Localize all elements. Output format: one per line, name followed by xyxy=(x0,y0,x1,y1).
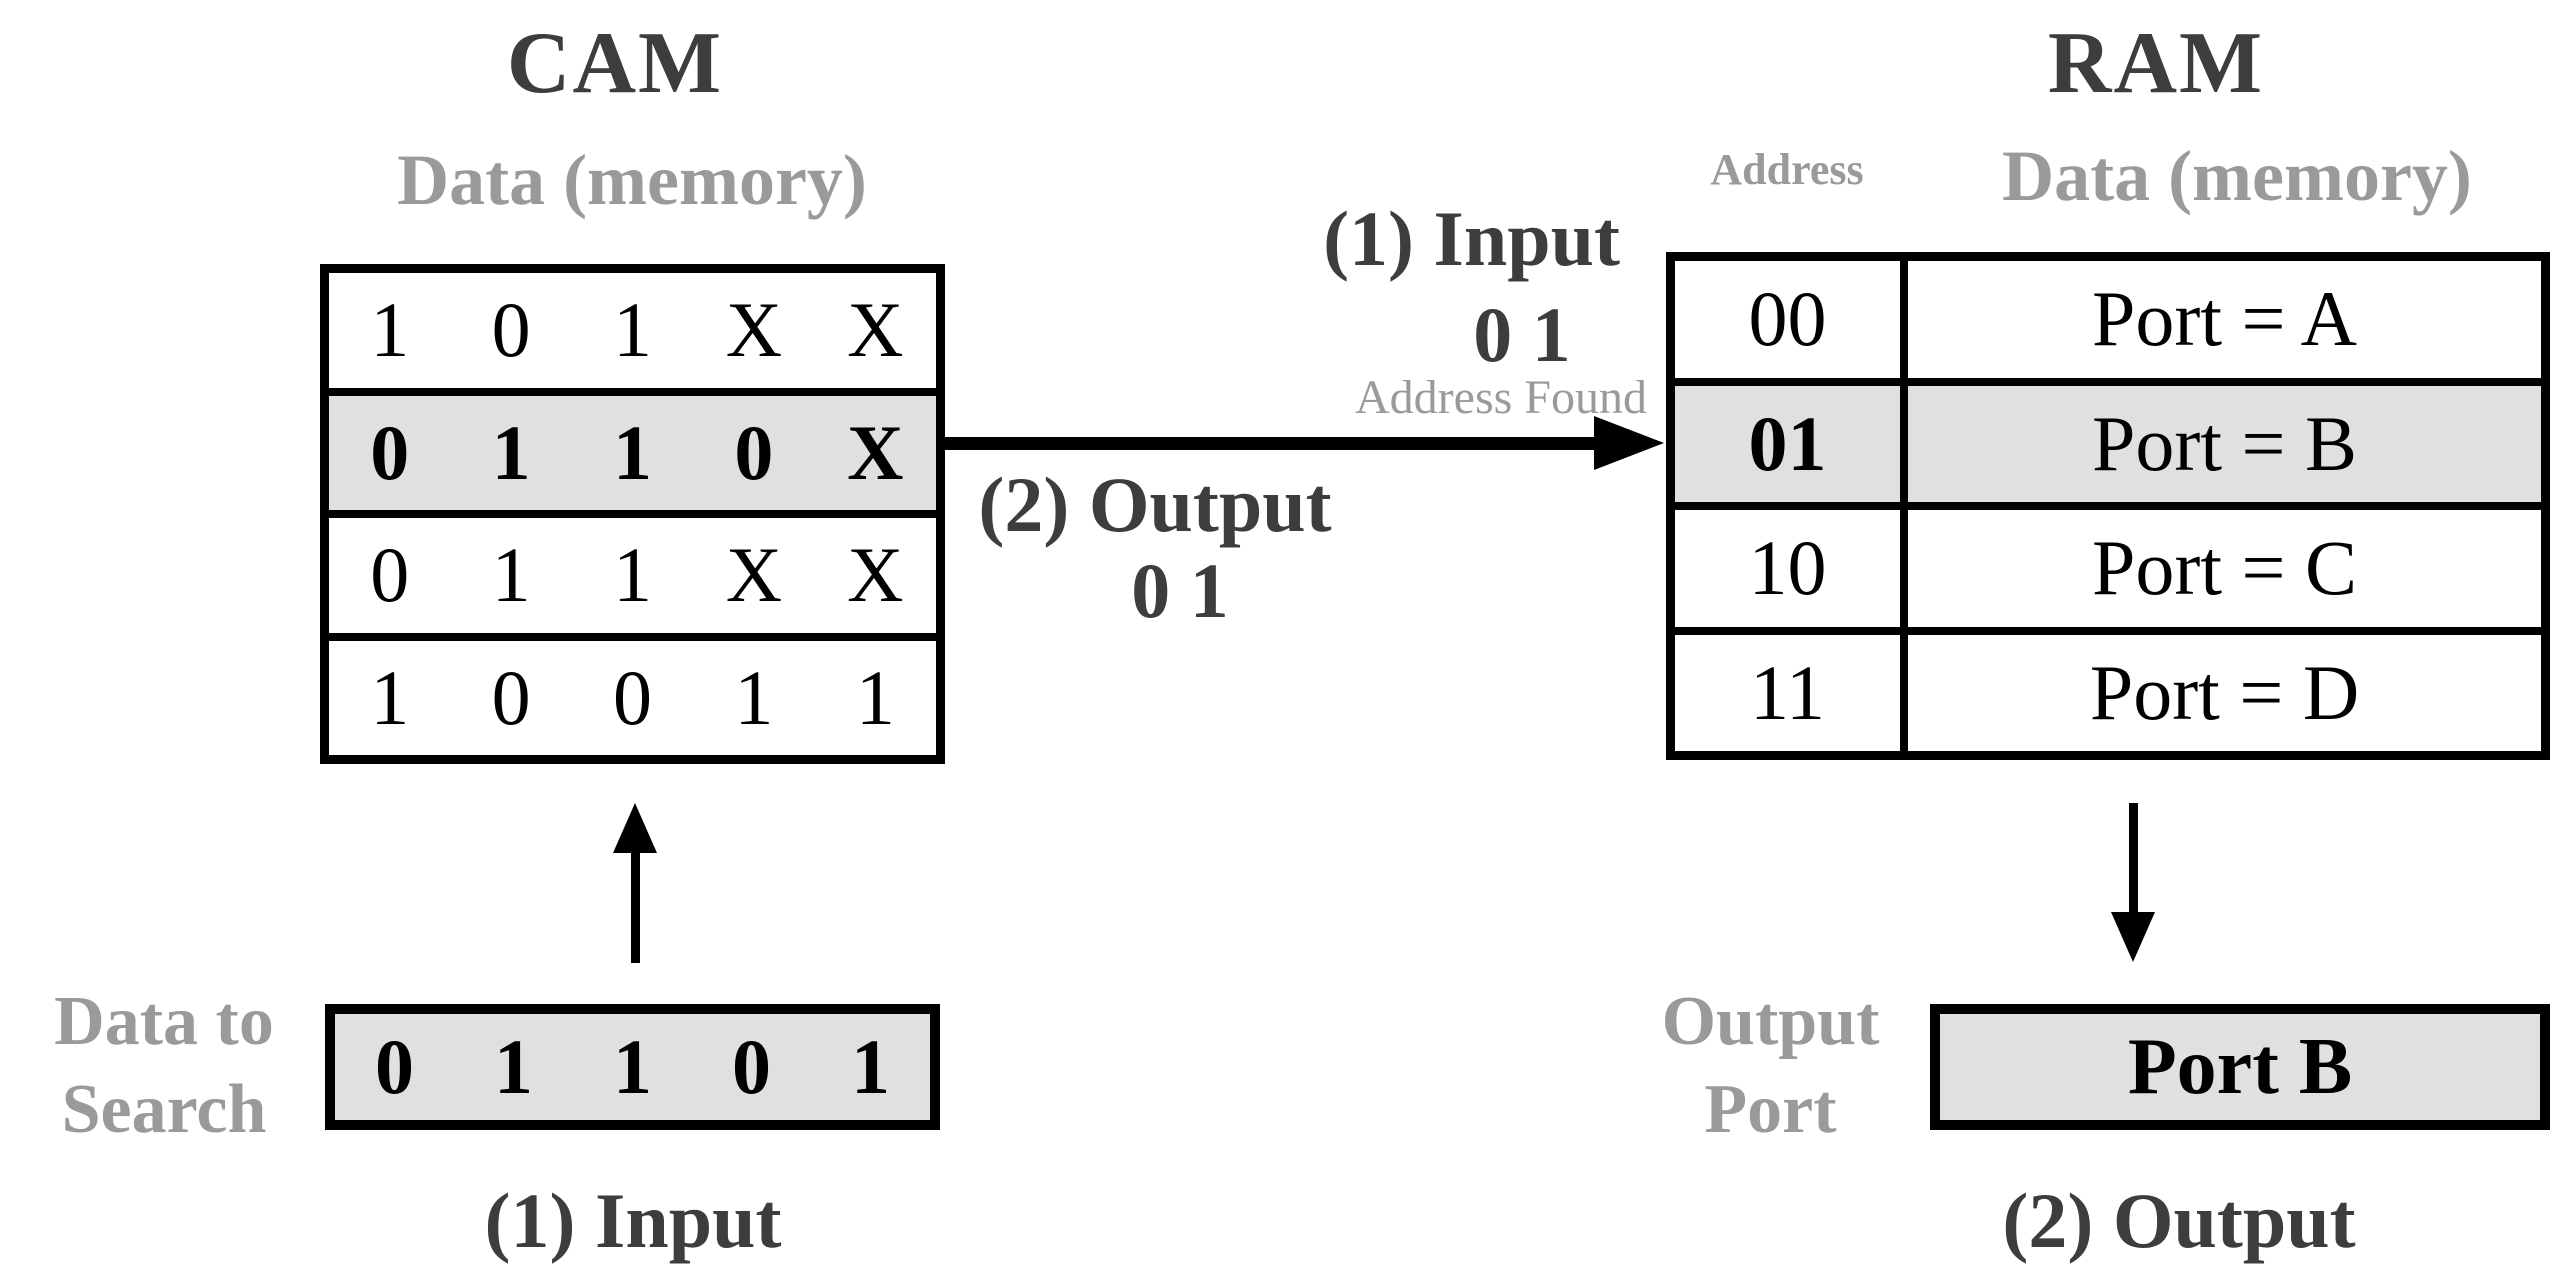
cam-to-ram-arrow-head xyxy=(1594,416,1664,470)
ram-data-cell: Port = D xyxy=(2089,648,2360,736)
cam-table: 1 0 1 X X 0 1 1 0 X 0 1 1 X X 1 0 0 1 1 xyxy=(320,264,945,764)
ram-row-01-selected: 01 Port = B xyxy=(1675,385,2541,510)
cam-memory-label: Data (memory) xyxy=(397,140,867,220)
ram-output-step-label: (2) Output xyxy=(2002,1177,2356,1264)
cam-cell: 0 xyxy=(370,408,410,496)
cam-cell: X xyxy=(847,531,904,619)
data-to-search-line2: Search xyxy=(61,1071,267,1148)
cam-cell: 1 xyxy=(734,653,774,741)
cam-row-1-matched: 0 1 1 0 X xyxy=(329,395,936,518)
address-found-label: Address Found xyxy=(1354,371,1647,424)
search-input-arrow-head xyxy=(613,803,657,853)
cam-cell: X xyxy=(725,531,783,619)
cam-row-0: 1 0 1 X X xyxy=(329,273,936,396)
cam-cell: 0 xyxy=(491,653,531,741)
output-port-line2: Port xyxy=(1704,1071,1837,1148)
cam-cell: 1 xyxy=(370,286,410,374)
cam-cell: X xyxy=(725,286,783,374)
cam-cell: X xyxy=(847,286,904,374)
output-port-value: Port B xyxy=(2127,1022,2353,1111)
cam-cell: 1 xyxy=(613,286,653,374)
cam-to-ram-arrow-shaft xyxy=(941,437,1596,450)
cam-cell: 1 xyxy=(370,653,410,741)
ram-row-11: 11 Port = D xyxy=(1675,634,2541,751)
ram-address-cell: 11 xyxy=(1675,634,1908,751)
cam-cell: 0 xyxy=(491,286,531,374)
search-bit: 0 xyxy=(375,1023,414,1110)
ram-output-arrow-shaft xyxy=(2129,803,2138,915)
ram-memory-label: Data (memory) xyxy=(2002,136,2472,216)
search-input-arrow-shaft xyxy=(631,850,640,963)
ram-row-10: 10 Port = C xyxy=(1675,510,2541,635)
flow-input-value: 0 1 xyxy=(1473,291,1571,378)
output-port-box: Port B xyxy=(1930,1004,2550,1130)
output-port-label: Output Port xyxy=(1628,978,1913,1154)
cam-cell: 1 xyxy=(855,653,895,741)
ram-address-cell: 10 xyxy=(1675,510,1908,627)
cam-cell: 1 xyxy=(491,408,531,496)
ram-row-00: 00 Port = A xyxy=(1675,261,2541,386)
data-to-search-label: Data to Search xyxy=(28,978,300,1154)
ram-table: 00 Port = A 01 Port = B 10 Port = C 11 P… xyxy=(1666,252,2550,760)
search-bit: 0 xyxy=(732,1023,771,1110)
ram-data-cell: Port = C xyxy=(2091,524,2358,612)
cam-cell: 1 xyxy=(491,531,531,619)
ram-address-label: Address xyxy=(1710,145,1864,194)
cam-cell: 0 xyxy=(734,408,774,496)
ram-data-cell: Port = B xyxy=(2091,399,2358,487)
search-register: 0 1 1 0 1 xyxy=(325,1004,940,1130)
cam-input-step-label: (1) Input xyxy=(484,1177,782,1264)
ram-title: RAM xyxy=(2047,15,2265,112)
cam-cell: X xyxy=(847,408,904,496)
data-to-search-line1: Data to xyxy=(54,983,274,1060)
search-bit: 1 xyxy=(851,1023,890,1110)
ram-address-cell: 01 xyxy=(1675,385,1908,502)
cam-row-3: 1 0 0 1 1 xyxy=(329,641,936,756)
cam-cell: 1 xyxy=(613,408,653,496)
search-bit: 1 xyxy=(613,1023,652,1110)
ram-address-cell: 00 xyxy=(1675,261,1908,378)
cam-title: CAM xyxy=(506,15,724,112)
output-port-line1: Output xyxy=(1661,983,1880,1060)
cam-cell: 0 xyxy=(370,531,410,619)
cam-cell: 1 xyxy=(613,531,653,619)
cam-row-2: 0 1 1 X X xyxy=(329,518,936,641)
ram-output-arrow-head xyxy=(2111,912,2155,962)
ram-data-cell: Port = A xyxy=(2091,275,2358,363)
flow-input-step-label: (1) Input xyxy=(1323,195,1620,282)
search-bit: 1 xyxy=(494,1023,533,1110)
flow-output-step-label: (2) Output xyxy=(978,461,1332,548)
flow-output-value: 0 1 xyxy=(1131,547,1229,634)
cam-cell: 0 xyxy=(613,653,653,741)
